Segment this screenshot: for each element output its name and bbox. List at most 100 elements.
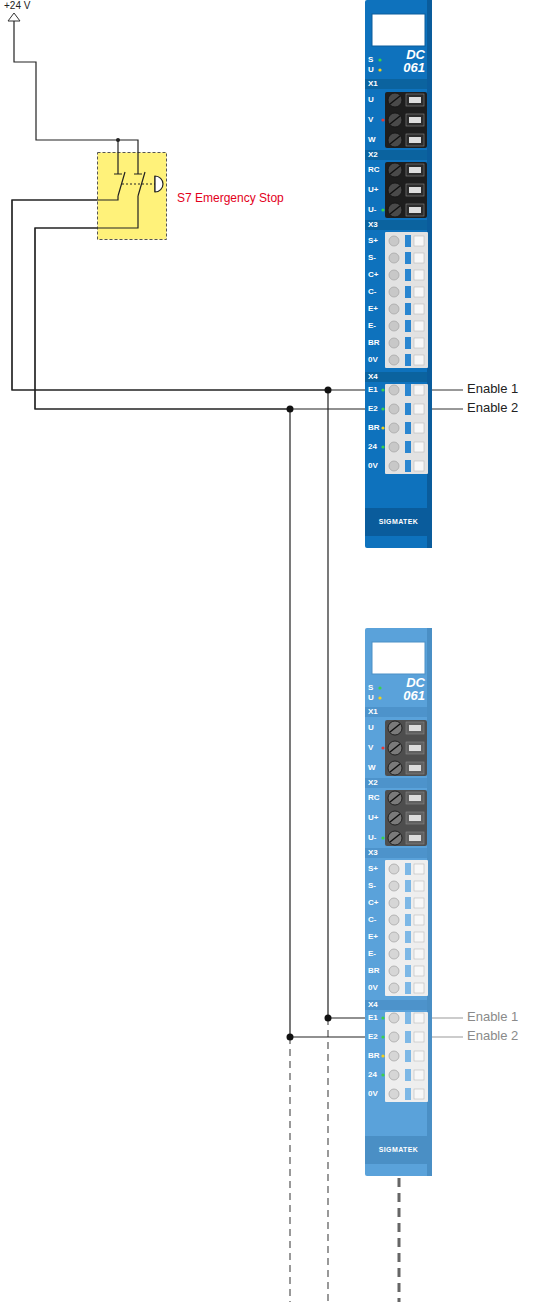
status-led	[381, 445, 384, 448]
junction-dot	[287, 406, 294, 413]
signal-name: Enable 2	[467, 1028, 518, 1043]
terminal-hole	[389, 1089, 399, 1099]
release-tab	[405, 914, 411, 926]
screw-slot	[390, 186, 400, 194]
pin-name: E2	[368, 1032, 378, 1042]
release-tab	[405, 863, 411, 875]
terminal-hole	[389, 321, 399, 331]
wire-entry	[406, 164, 424, 176]
terminal-screw	[388, 721, 402, 735]
status-led	[381, 836, 384, 839]
release-tab	[405, 931, 411, 943]
section-band	[365, 778, 427, 788]
junction-dot	[325, 1015, 332, 1022]
terminal-hole	[389, 949, 399, 959]
connector-name: X4	[368, 1000, 378, 1010]
wire-clamp	[409, 725, 421, 731]
wire-entry	[406, 114, 424, 126]
release-tab	[405, 354, 411, 366]
release-tab	[405, 303, 411, 315]
wire-entry	[406, 832, 424, 844]
junction-dot	[287, 1034, 294, 1041]
leader-line	[432, 1018, 463, 1019]
terminal-hole	[389, 355, 399, 365]
screw-slot	[390, 794, 400, 802]
release-tab	[405, 897, 411, 909]
pin-name: S-	[368, 881, 376, 891]
wire-slot	[414, 966, 424, 976]
mechanical-link	[122, 184, 155, 185]
enable-wire	[35, 228, 365, 409]
pin-name: U	[368, 95, 374, 105]
pin-name: BR	[368, 966, 380, 976]
supply-wire	[14, 21, 138, 152]
terminal-hole	[389, 1051, 399, 1061]
wire-clamp	[409, 117, 421, 123]
terminal-hole	[389, 1070, 399, 1080]
pin-name: W	[368, 763, 376, 773]
section-band	[365, 848, 427, 858]
wire-slot	[414, 338, 424, 348]
wire-entry	[406, 134, 424, 146]
leader-line	[432, 1037, 463, 1038]
release-tab	[405, 235, 411, 247]
section-band	[365, 372, 427, 382]
wire-slot	[414, 898, 424, 908]
terminal-hole	[389, 287, 399, 297]
connector-name: X4	[368, 372, 378, 382]
display-window	[372, 14, 425, 46]
status-led	[378, 696, 381, 699]
terminal-screw	[388, 811, 402, 825]
screw-terminal-block	[385, 162, 427, 218]
release-tab	[405, 384, 411, 396]
pin-name: E1	[368, 385, 378, 395]
terminal-hole	[389, 338, 399, 348]
estop-housing	[98, 153, 167, 240]
screw-terminal-block	[385, 92, 427, 148]
signal-name: Enable 1	[467, 381, 518, 396]
brand-band	[365, 1136, 432, 1164]
wire-entry	[406, 762, 424, 774]
release-tab	[405, 982, 411, 994]
wire-slot	[414, 1051, 424, 1061]
pin-name: C-	[368, 915, 376, 925]
pin-name: V	[368, 743, 373, 753]
device-label: S7 Emergency Stop	[177, 191, 284, 205]
section-band	[365, 1000, 427, 1010]
pin-name: BR	[368, 338, 380, 348]
pin-name: S-	[368, 253, 376, 263]
release-tab	[405, 1050, 411, 1062]
status-led	[381, 1016, 384, 1019]
nc-contact	[97, 152, 145, 228]
wire-slot	[414, 949, 424, 959]
wire-slot	[414, 864, 424, 874]
screw-slot	[390, 834, 400, 842]
status-led	[381, 388, 384, 391]
signal-name: Enable 2	[467, 400, 518, 415]
wire-slot	[414, 355, 424, 365]
wire-slot	[414, 321, 424, 331]
terminal-hole	[389, 915, 399, 925]
connector-name: X1	[368, 707, 378, 717]
wire-slot	[414, 1070, 424, 1080]
wire-slot	[414, 461, 424, 471]
release-tab	[405, 320, 411, 332]
wire-slot	[414, 423, 424, 433]
wire-slot	[414, 442, 424, 452]
release-tab	[405, 1088, 411, 1100]
brand-band	[365, 508, 432, 536]
wire-entry	[406, 812, 424, 824]
nc-contact	[97, 152, 125, 200]
pin-name: E-	[368, 949, 376, 959]
release-tab	[405, 965, 411, 977]
pin-name: 0V	[368, 1089, 378, 1099]
terminal-hole	[389, 1013, 399, 1023]
screw-terminal-block	[385, 720, 427, 776]
wire-clamp	[409, 97, 421, 103]
supply-label: +24 V	[4, 0, 30, 12]
screw-slot	[390, 724, 400, 732]
wire-clamp	[409, 187, 421, 193]
emergency-stop: S7 Emergency Stop	[97, 152, 167, 240]
terminal-hole	[389, 983, 399, 993]
release-tab	[405, 403, 411, 415]
